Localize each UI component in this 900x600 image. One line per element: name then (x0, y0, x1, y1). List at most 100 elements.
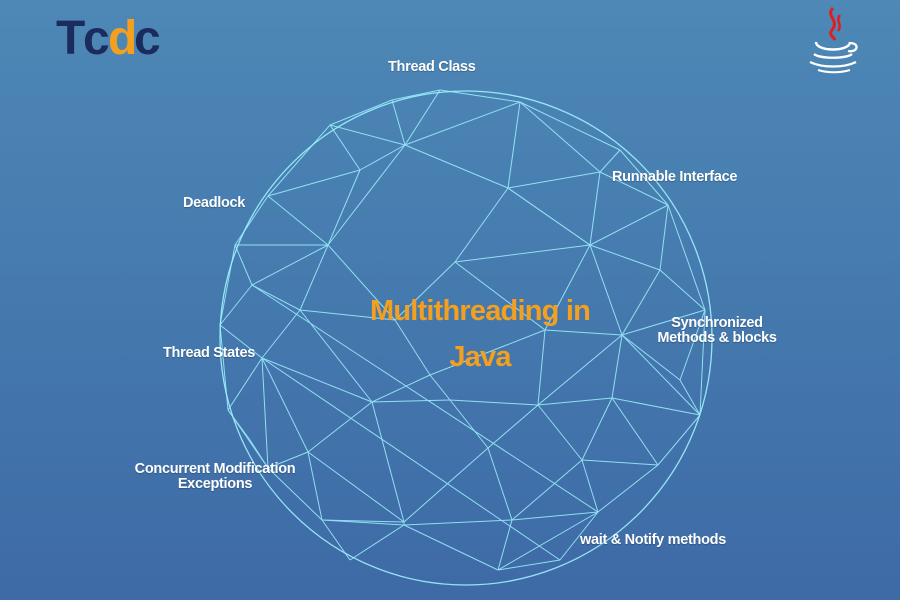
mesh-edge (329, 124, 406, 146)
mesh-edge (251, 244, 329, 286)
mesh-edge (507, 187, 591, 246)
mesh-edge (404, 144, 509, 189)
mesh-edge (219, 324, 263, 359)
mesh-edge (299, 309, 396, 321)
mesh-edge (537, 329, 546, 406)
mesh-edge (511, 511, 599, 521)
mesh-edge (307, 451, 405, 523)
label-thread-class: Thread Class (388, 59, 476, 75)
mesh-edge (429, 374, 451, 401)
mesh-edge (611, 397, 701, 416)
mesh-edge (497, 559, 561, 571)
mesh-edge (449, 399, 489, 449)
mesh-edge (657, 414, 701, 466)
mesh-edge (394, 319, 431, 376)
tcdc-logo: T c d c (56, 12, 161, 65)
mesh-edge (507, 101, 521, 189)
mesh-edge (299, 244, 329, 311)
mesh-edge (267, 195, 329, 246)
mesh-edge (329, 99, 393, 126)
mesh-edge (487, 447, 513, 521)
mesh-edge (261, 357, 269, 469)
label-deadlock: Deadlock (183, 195, 246, 211)
mesh-edge (581, 397, 613, 461)
mesh-edge (544, 329, 623, 336)
label-concurrent-line-1: Concurrent Modification (134, 461, 296, 477)
mesh-edge (611, 334, 623, 399)
mesh-edge (307, 451, 323, 521)
mesh-edge (667, 204, 706, 311)
mesh-edge (267, 451, 309, 469)
mesh-edge (261, 357, 561, 561)
mesh-edge (403, 519, 513, 526)
mesh-edge (537, 404, 583, 461)
mesh-edge (581, 459, 599, 513)
mesh-edge (251, 284, 301, 311)
mesh-edge (371, 399, 451, 403)
mesh-edge (371, 401, 405, 523)
java-icon (809, 6, 858, 74)
mesh-edge (519, 101, 621, 151)
mesh-edge (519, 101, 601, 173)
label-synchronized-line-1: Synchronized (671, 315, 763, 331)
mesh-edge (454, 261, 546, 331)
mesh-edge (589, 171, 601, 246)
mesh-edge (511, 459, 583, 521)
mesh-edge (487, 404, 539, 449)
mesh-edge (659, 204, 669, 271)
mesh-edge (679, 309, 706, 381)
mesh-edge (611, 397, 659, 466)
mesh-edge (267, 467, 323, 521)
mesh-edge (227, 409, 251, 441)
mesh-edge (261, 357, 309, 453)
mesh-edge (404, 89, 441, 146)
mesh-edge (403, 524, 499, 571)
mesh-edge (227, 357, 263, 411)
label-concurrent-modification: Concurrent Modification Exceptions (126, 462, 304, 492)
mesh-edge (321, 519, 405, 523)
logo-letter-t: T (56, 12, 85, 65)
mesh-edge (699, 309, 706, 416)
mesh-edge (659, 269, 706, 311)
mesh-edge (559, 511, 599, 561)
mesh-edge (404, 101, 521, 146)
mesh-edge (449, 399, 539, 406)
mesh-edge (261, 309, 301, 359)
mesh-edge (403, 447, 489, 523)
diagram-title: Multithreading in Java (330, 288, 630, 380)
mesh-edge (359, 144, 406, 171)
mesh-edge (619, 149, 669, 206)
label-thread-states: Thread States (163, 345, 255, 361)
mesh-edge (599, 149, 621, 173)
label-concurrent-line-2: Exceptions (177, 476, 253, 492)
label-wait-notify: wait & Notify methods (580, 532, 726, 548)
mesh-edge (621, 309, 706, 336)
mesh-edge (371, 374, 431, 403)
mesh-edge (429, 329, 546, 376)
title-line-2: Java (449, 341, 511, 373)
label-synchronized: Synchronized Methods & blocks (652, 316, 782, 346)
mesh-edge (299, 309, 373, 403)
mesh-edge (327, 144, 406, 246)
mesh-edge (589, 244, 623, 336)
mesh-edge (249, 439, 269, 469)
mesh-edge (589, 244, 661, 271)
mesh-edge (497, 519, 513, 571)
mesh-edge (327, 169, 361, 246)
mesh-edge (621, 334, 701, 416)
mesh-edge (537, 334, 623, 406)
mesh-edge (497, 511, 599, 571)
mesh-edge (261, 357, 373, 403)
mesh-edge (329, 124, 361, 171)
mesh-edge (219, 284, 253, 326)
label-synchronized-line-2: Methods & blocks (657, 330, 777, 346)
mesh-edge (391, 99, 406, 146)
logo-letter-d: d (108, 12, 137, 65)
mesh-edge (621, 269, 661, 336)
mesh-edge (267, 124, 331, 197)
mesh-edge (307, 401, 373, 453)
mesh-edge (349, 524, 405, 561)
mesh-edge (544, 244, 591, 331)
